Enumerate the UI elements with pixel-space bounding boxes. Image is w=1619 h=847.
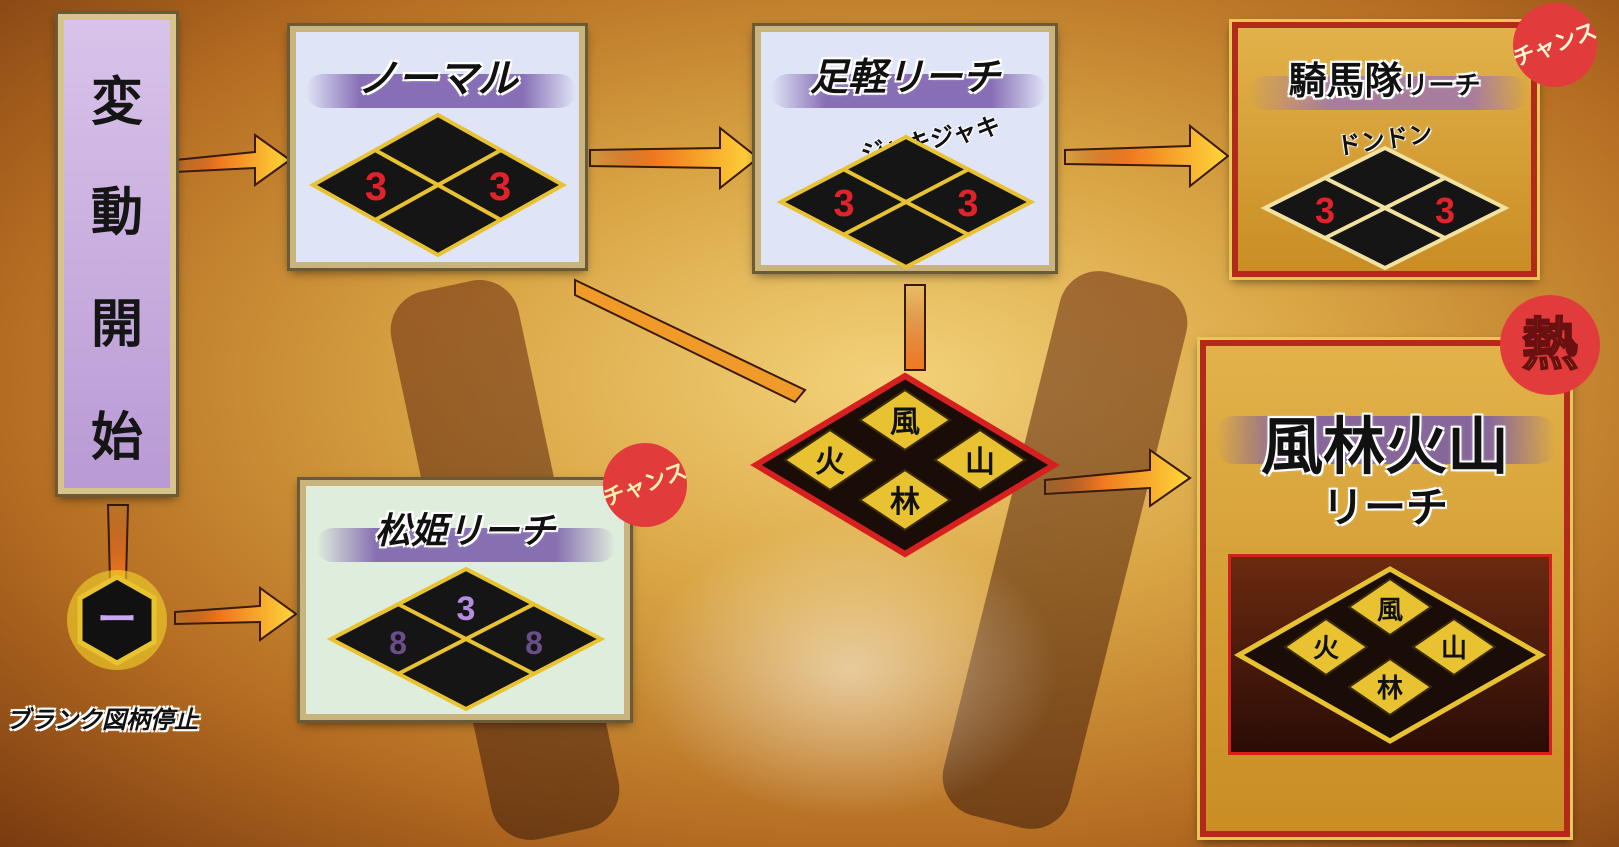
blank-label: ブランク図柄停止 <box>6 705 198 734</box>
panel-kibatai-title: 騎馬隊リーチ <box>1238 50 1531 105</box>
panel-normal: ノーマル 3 3 <box>287 23 588 271</box>
emblem-right: 山 <box>933 428 1027 492</box>
arrow-start-to-normal <box>174 133 292 187</box>
center-emblem: 風 火 山 林 <box>750 372 1060 558</box>
emblem-top: 風 <box>858 388 952 452</box>
hot-badge: 熱 <box>1500 295 1600 395</box>
furinkazan-emblem-char-right: 山 <box>1441 634 1467 664</box>
reel-diamond: 3 3 <box>308 112 568 258</box>
panel-normal-title: ノーマル <box>357 55 518 102</box>
panel-furinkazan-title-line1: 風林火山 <box>1260 410 1509 483</box>
reel-digit-left: 3 <box>1315 190 1335 231</box>
start-char-1: 変 <box>90 72 143 133</box>
brush-stroke <box>771 74 1046 108</box>
panel-matsuhime: 松姫リーチ 3 8 8 <box>297 477 633 723</box>
reel-digit-right: 3 <box>957 183 978 225</box>
hot-badge-text: 熱 <box>1522 312 1578 378</box>
emblem-left: 火 <box>783 428 877 492</box>
emblem-bottom: 林 <box>858 468 952 532</box>
arrow-emblem-to-furinkazan <box>1044 448 1192 508</box>
background-streak <box>640 520 1060 820</box>
arrow-normal-to-ashigaru <box>589 125 760 191</box>
reel-digit-top: 3 <box>457 590 476 628</box>
brush-stroke <box>1248 76 1528 110</box>
emblem-char-bottom: 林 <box>890 485 920 520</box>
brush-stroke <box>1216 416 1556 464</box>
arrow-normal-to-emblem <box>574 278 807 404</box>
chance-badge-matsuhime: チャンス <box>600 443 690 527</box>
arrow-ashigaru-to-kibatai <box>1064 123 1230 189</box>
furinkazan-emblem-char-top: 風 <box>1377 596 1403 626</box>
reel-digit-left: 8 <box>389 625 407 661</box>
furinkazan-emblem-frame: 風 火 山 林 <box>1228 554 1552 755</box>
panel-matsuhime-title: 松姫リーチ <box>374 510 555 552</box>
panel-kibatai: 騎馬隊リーチ ドンドン 3 3 <box>1229 19 1540 280</box>
chance-badge-kibatai: チャンス <box>1510 3 1600 87</box>
panel-ashigaru: 足軽リーチ ジャキジャキ 3 3 <box>752 23 1058 274</box>
brush-stroke <box>306 74 576 108</box>
brush-stroke <box>316 528 616 562</box>
emblem-char-top: 風 <box>890 405 920 440</box>
furinkazan-emblem: 風 火 山 林 <box>1233 566 1547 744</box>
panel-ashigaru-title: 足軽リーチ <box>809 54 1000 99</box>
reel-digit-left: 3 <box>833 183 854 225</box>
panel-kibatai-title-main: 騎馬隊 <box>1288 58 1403 103</box>
panel-furinkazan: 風林火山 リーチ 風 火 山 林 <box>1197 337 1573 840</box>
furinkazan-emblem-char-left: 火 <box>1313 634 1339 664</box>
start-char-3: 開 <box>90 294 143 355</box>
blank-icon: ー <box>67 570 167 670</box>
reel-diamond: 3 8 8 <box>326 566 606 712</box>
start-column: 変 動 開 始 <box>55 11 179 497</box>
start-char-4: 始 <box>90 407 143 468</box>
start-char-2: 動 <box>90 182 143 243</box>
reel-digit-right: 3 <box>1435 190 1455 231</box>
furinkazan-emblem-char-bottom: 林 <box>1377 674 1403 704</box>
arrow-ashigaru-to-emblem <box>904 284 926 371</box>
blank-icon-symbol: ー <box>97 596 137 643</box>
panel-kibatai-title-suffix: リーチ <box>1402 71 1481 101</box>
reel-digit-left: 3 <box>365 165 387 209</box>
reel-digit-right: 3 <box>489 165 511 209</box>
emblem-char-left: 火 <box>815 445 845 480</box>
emblem-char-right: 山 <box>965 445 995 480</box>
reel-digit-right: 8 <box>525 625 543 661</box>
panel-furinkazan-title-line2: リーチ <box>1321 483 1448 532</box>
arrow-blank-to-matsuhime <box>174 586 298 642</box>
reel-diamond: 3 3 <box>776 134 1036 270</box>
reel-diamond: 3 3 <box>1260 145 1510 271</box>
